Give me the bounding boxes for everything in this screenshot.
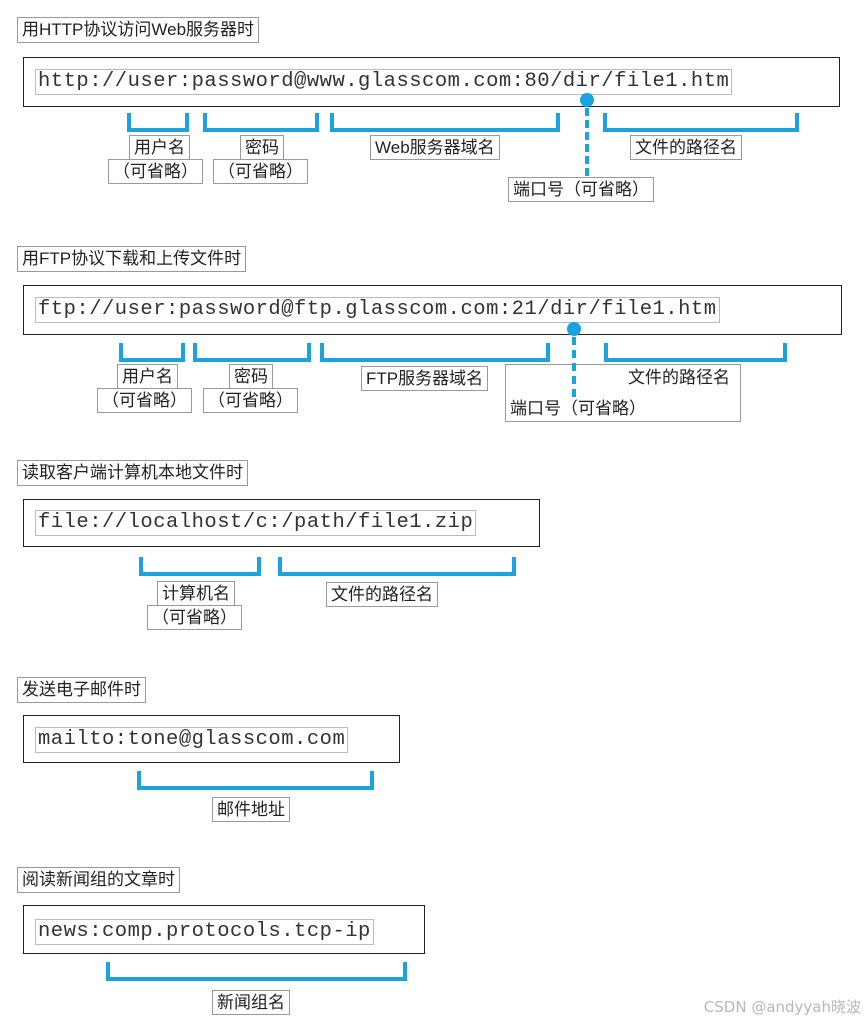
mailto-url-box: mailto:tone@glasscom.com [23, 715, 400, 763]
http-port-leader [585, 108, 589, 176]
mailto-section-title: 发送电子邮件时 [17, 677, 146, 703]
http-path-bracket [603, 113, 799, 132]
file-url-text: file://localhost/c:/path/file1.zip [35, 510, 477, 536]
ftp-url-box: ftp://user:password@ftp.glasscom.com:21/… [23, 285, 842, 335]
watermark: CSDN @andyyah晓波 [703, 998, 861, 1016]
ftp-path-bracket [604, 343, 787, 362]
http-user-label: 用户名 [129, 135, 190, 160]
http-password-label: 密码 [240, 135, 284, 160]
http-port-marker [580, 93, 594, 107]
ftp-port-label: 端口号（可省略） [510, 399, 646, 418]
file-url-box: file://localhost/c:/path/file1.zip [23, 499, 540, 547]
ftp-port-path-panel [505, 364, 741, 422]
ftp-password-bracket [193, 343, 311, 362]
file-path-label: 文件的路径名 [326, 582, 438, 607]
ftp-port-marker [567, 322, 581, 336]
ftp-section-title: 用FTP协议下载和上传文件时 [17, 246, 247, 272]
file-computer-optional-label: （可省略） [147, 605, 242, 630]
ftp-password-optional-label: （可省略） [203, 388, 298, 413]
http-server-label: Web服务器域名 [370, 135, 500, 160]
mailto-address-bracket [137, 771, 374, 790]
ftp-url-text: ftp://user:password@ftp.glasscom.com:21/… [35, 297, 720, 323]
ftp-path-label: 文件的路径名 [628, 368, 730, 387]
mailto-address-label: 邮件地址 [212, 797, 290, 822]
news-group-bracket [106, 962, 407, 981]
file-section-title: 读取客户端计算机本地文件时 [17, 460, 248, 486]
http-url-box: http://user:password@www.glasscom.com:80… [23, 57, 840, 107]
file-computer-bracket [139, 557, 261, 576]
http-password-bracket [203, 113, 319, 132]
ftp-user-optional-label: （可省略） [97, 388, 192, 413]
file-computer-label: 计算机名 [157, 581, 235, 606]
http-port-label: 端口号（可省略） [508, 177, 654, 202]
ftp-server-bracket [320, 343, 550, 362]
news-section-title: 阅读新闻组的文章时 [17, 867, 180, 893]
ftp-user-bracket [119, 343, 185, 362]
news-group-label: 新闻组名 [212, 990, 290, 1015]
http-server-bracket [330, 113, 560, 132]
ftp-port-leader [572, 337, 576, 397]
ftp-user-label: 用户名 [117, 364, 178, 389]
http-section-title: 用HTTP协议访问Web服务器时 [17, 17, 260, 43]
ftp-password-label: 密码 [229, 364, 273, 389]
mailto-url-text: mailto:tone@glasscom.com [35, 727, 349, 753]
news-url-box: news:comp.protocols.tcp-ip [23, 905, 425, 954]
http-path-label: 文件的路径名 [630, 135, 742, 160]
http-user-bracket [127, 113, 189, 132]
news-url-text: news:comp.protocols.tcp-ip [35, 919, 374, 945]
ftp-server-label: FTP服务器域名 [361, 366, 489, 391]
http-url-text: http://user:password@www.glasscom.com:80… [35, 69, 733, 95]
http-user-optional-label: （可省略） [108, 159, 203, 184]
http-password-optional-label: （可省略） [213, 159, 308, 184]
file-path-bracket [278, 557, 516, 576]
